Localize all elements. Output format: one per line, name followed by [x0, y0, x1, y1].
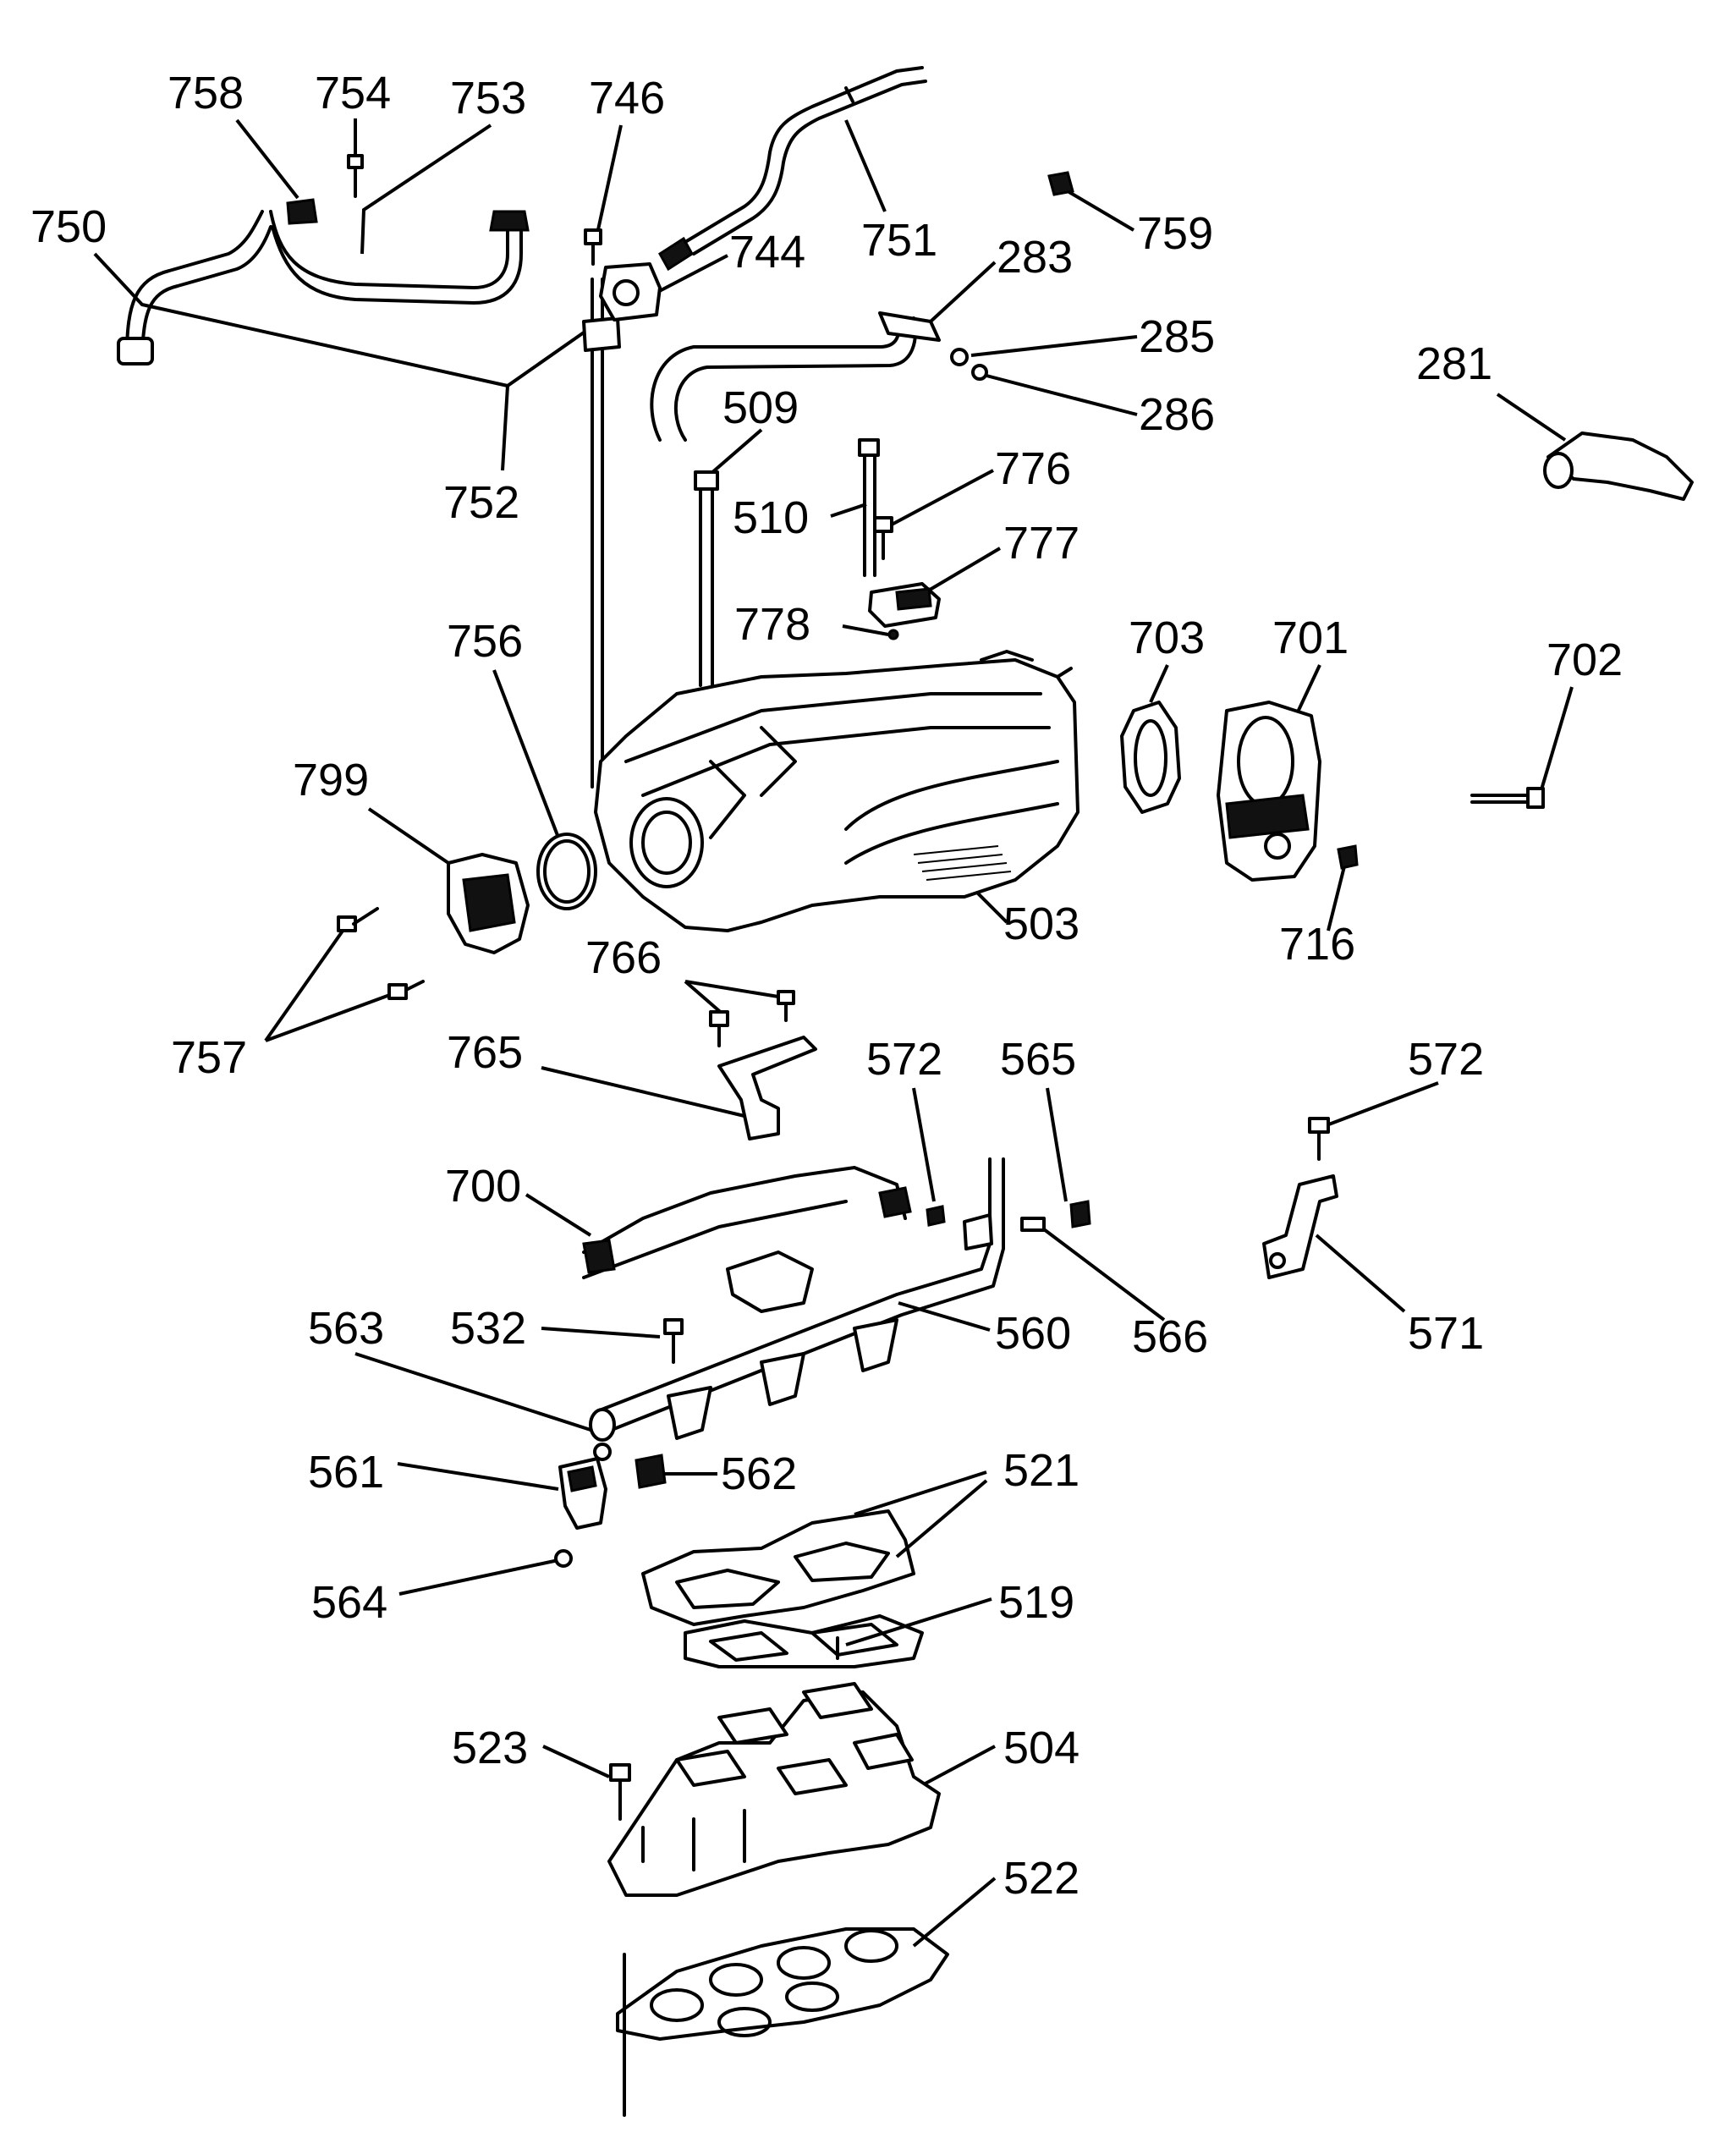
- callout-571: 571: [1408, 1308, 1484, 1359]
- callout-746: 746: [589, 73, 665, 124]
- callout-766: 766: [585, 932, 662, 983]
- part-778-seal: [887, 629, 899, 640]
- callout-522: 522: [1003, 1853, 1080, 1904]
- callout-561: 561: [308, 1447, 384, 1498]
- callout-565: 565: [1000, 1034, 1076, 1085]
- callout-285: 285: [1139, 311, 1215, 362]
- part-560-fuel-rail: [589, 1157, 1005, 1442]
- part-521-gaskets: [641, 1509, 924, 1668]
- part-757-bolts: [337, 907, 425, 1000]
- callout-716: 716: [1279, 919, 1355, 970]
- part-286-oring: [971, 364, 988, 381]
- part-766-bolts: [709, 990, 795, 1047]
- part-703-gasket: [1120, 701, 1181, 814]
- part-701-throttle-body: [1217, 701, 1321, 882]
- part-283-hose: [650, 311, 941, 442]
- callout-754: 754: [315, 68, 391, 118]
- part-281-outlet: [1543, 431, 1694, 501]
- callout-519: 519: [998, 1577, 1074, 1628]
- part-285-oring: [950, 348, 969, 366]
- callout-776: 776: [995, 443, 1071, 494]
- callout-281: 281: [1416, 338, 1492, 389]
- callout-572-right: 572: [1408, 1034, 1484, 1085]
- part-523-bolt: [609, 1763, 631, 1821]
- callout-758: 758: [168, 68, 244, 118]
- part-565-clip: [1069, 1200, 1091, 1228]
- callout-759: 759: [1137, 208, 1213, 259]
- part-563-oring: [593, 1443, 612, 1461]
- part-504-lower-intake-manifold: [607, 1682, 941, 1897]
- part-746-bolt: [584, 228, 602, 266]
- callout-752: 752: [443, 477, 519, 528]
- part-776-bolt: [873, 516, 893, 560]
- part-756-oring-gasket: [536, 833, 597, 910]
- part-532-bolt: [663, 1318, 684, 1364]
- callout-564: 564: [311, 1577, 387, 1628]
- part-744-valve: [599, 236, 694, 322]
- part-561-injector: [558, 1457, 607, 1530]
- part-750-vacuum-hose: [117, 198, 530, 365]
- callout-563: 563: [308, 1303, 384, 1354]
- part-510-bolt: [858, 438, 880, 577]
- callout-700: 700: [445, 1161, 521, 1212]
- callout-566: 566: [1132, 1311, 1208, 1362]
- leader-lines: [93, 118, 1574, 1948]
- callout-560: 560: [995, 1308, 1071, 1359]
- callout-750: 750: [30, 201, 107, 252]
- callout-572: 572: [866, 1034, 942, 1085]
- callout-751: 751: [861, 215, 937, 266]
- part-777-sensor: [868, 582, 941, 628]
- callout-701: 701: [1272, 613, 1349, 663]
- callout-283: 283: [997, 232, 1073, 283]
- callout-286: 286: [1139, 389, 1215, 440]
- part-752-bracket-rod: [582, 278, 621, 789]
- part-571-bracket: [1262, 1174, 1338, 1279]
- callout-756: 756: [447, 616, 523, 667]
- callout-799: 799: [293, 755, 369, 805]
- callout-765: 765: [447, 1027, 523, 1078]
- part-572-bolt-right: [1308, 1117, 1330, 1161]
- callout-510: 510: [733, 492, 809, 543]
- callout-777: 777: [1003, 518, 1080, 569]
- callout-744: 744: [729, 227, 805, 278]
- callout-509: 509: [722, 382, 799, 433]
- part-566-fitting: [1020, 1217, 1046, 1232]
- part-562-clip: [635, 1454, 667, 1489]
- callout-532: 532: [450, 1303, 526, 1354]
- part-754-bolt: [347, 154, 364, 198]
- callout-521: 521: [1003, 1445, 1080, 1496]
- callout-753: 753: [450, 73, 526, 124]
- part-751-pipe: [684, 66, 927, 256]
- part-716-fastener: [1337, 844, 1359, 870]
- callout-504: 504: [1003, 1723, 1080, 1773]
- part-572-bolt: [926, 1205, 946, 1227]
- part-799-cover: [447, 853, 530, 954]
- callout-503: 503: [1003, 899, 1080, 949]
- part-765-bracket: [717, 1036, 817, 1140]
- part-700-injector-harness: [582, 1166, 912, 1313]
- callout-523: 523: [452, 1723, 528, 1773]
- part-503-upper-intake-manifold: [594, 650, 1080, 932]
- callout-702: 702: [1546, 635, 1623, 685]
- part-509-bolt: [694, 470, 719, 687]
- callout-778: 778: [734, 599, 810, 650]
- callout-labels: 758 754 753 746 750 744 751 759 283 285 …: [30, 68, 1623, 1904]
- part-522-gasket: [616, 1927, 949, 2117]
- part-759-fitting: [1047, 171, 1074, 196]
- callout-703: 703: [1129, 613, 1205, 663]
- callout-562: 562: [721, 1448, 797, 1499]
- part-564-oring: [554, 1549, 573, 1568]
- part-702-bolt: [1470, 787, 1545, 809]
- callout-757: 757: [171, 1032, 247, 1083]
